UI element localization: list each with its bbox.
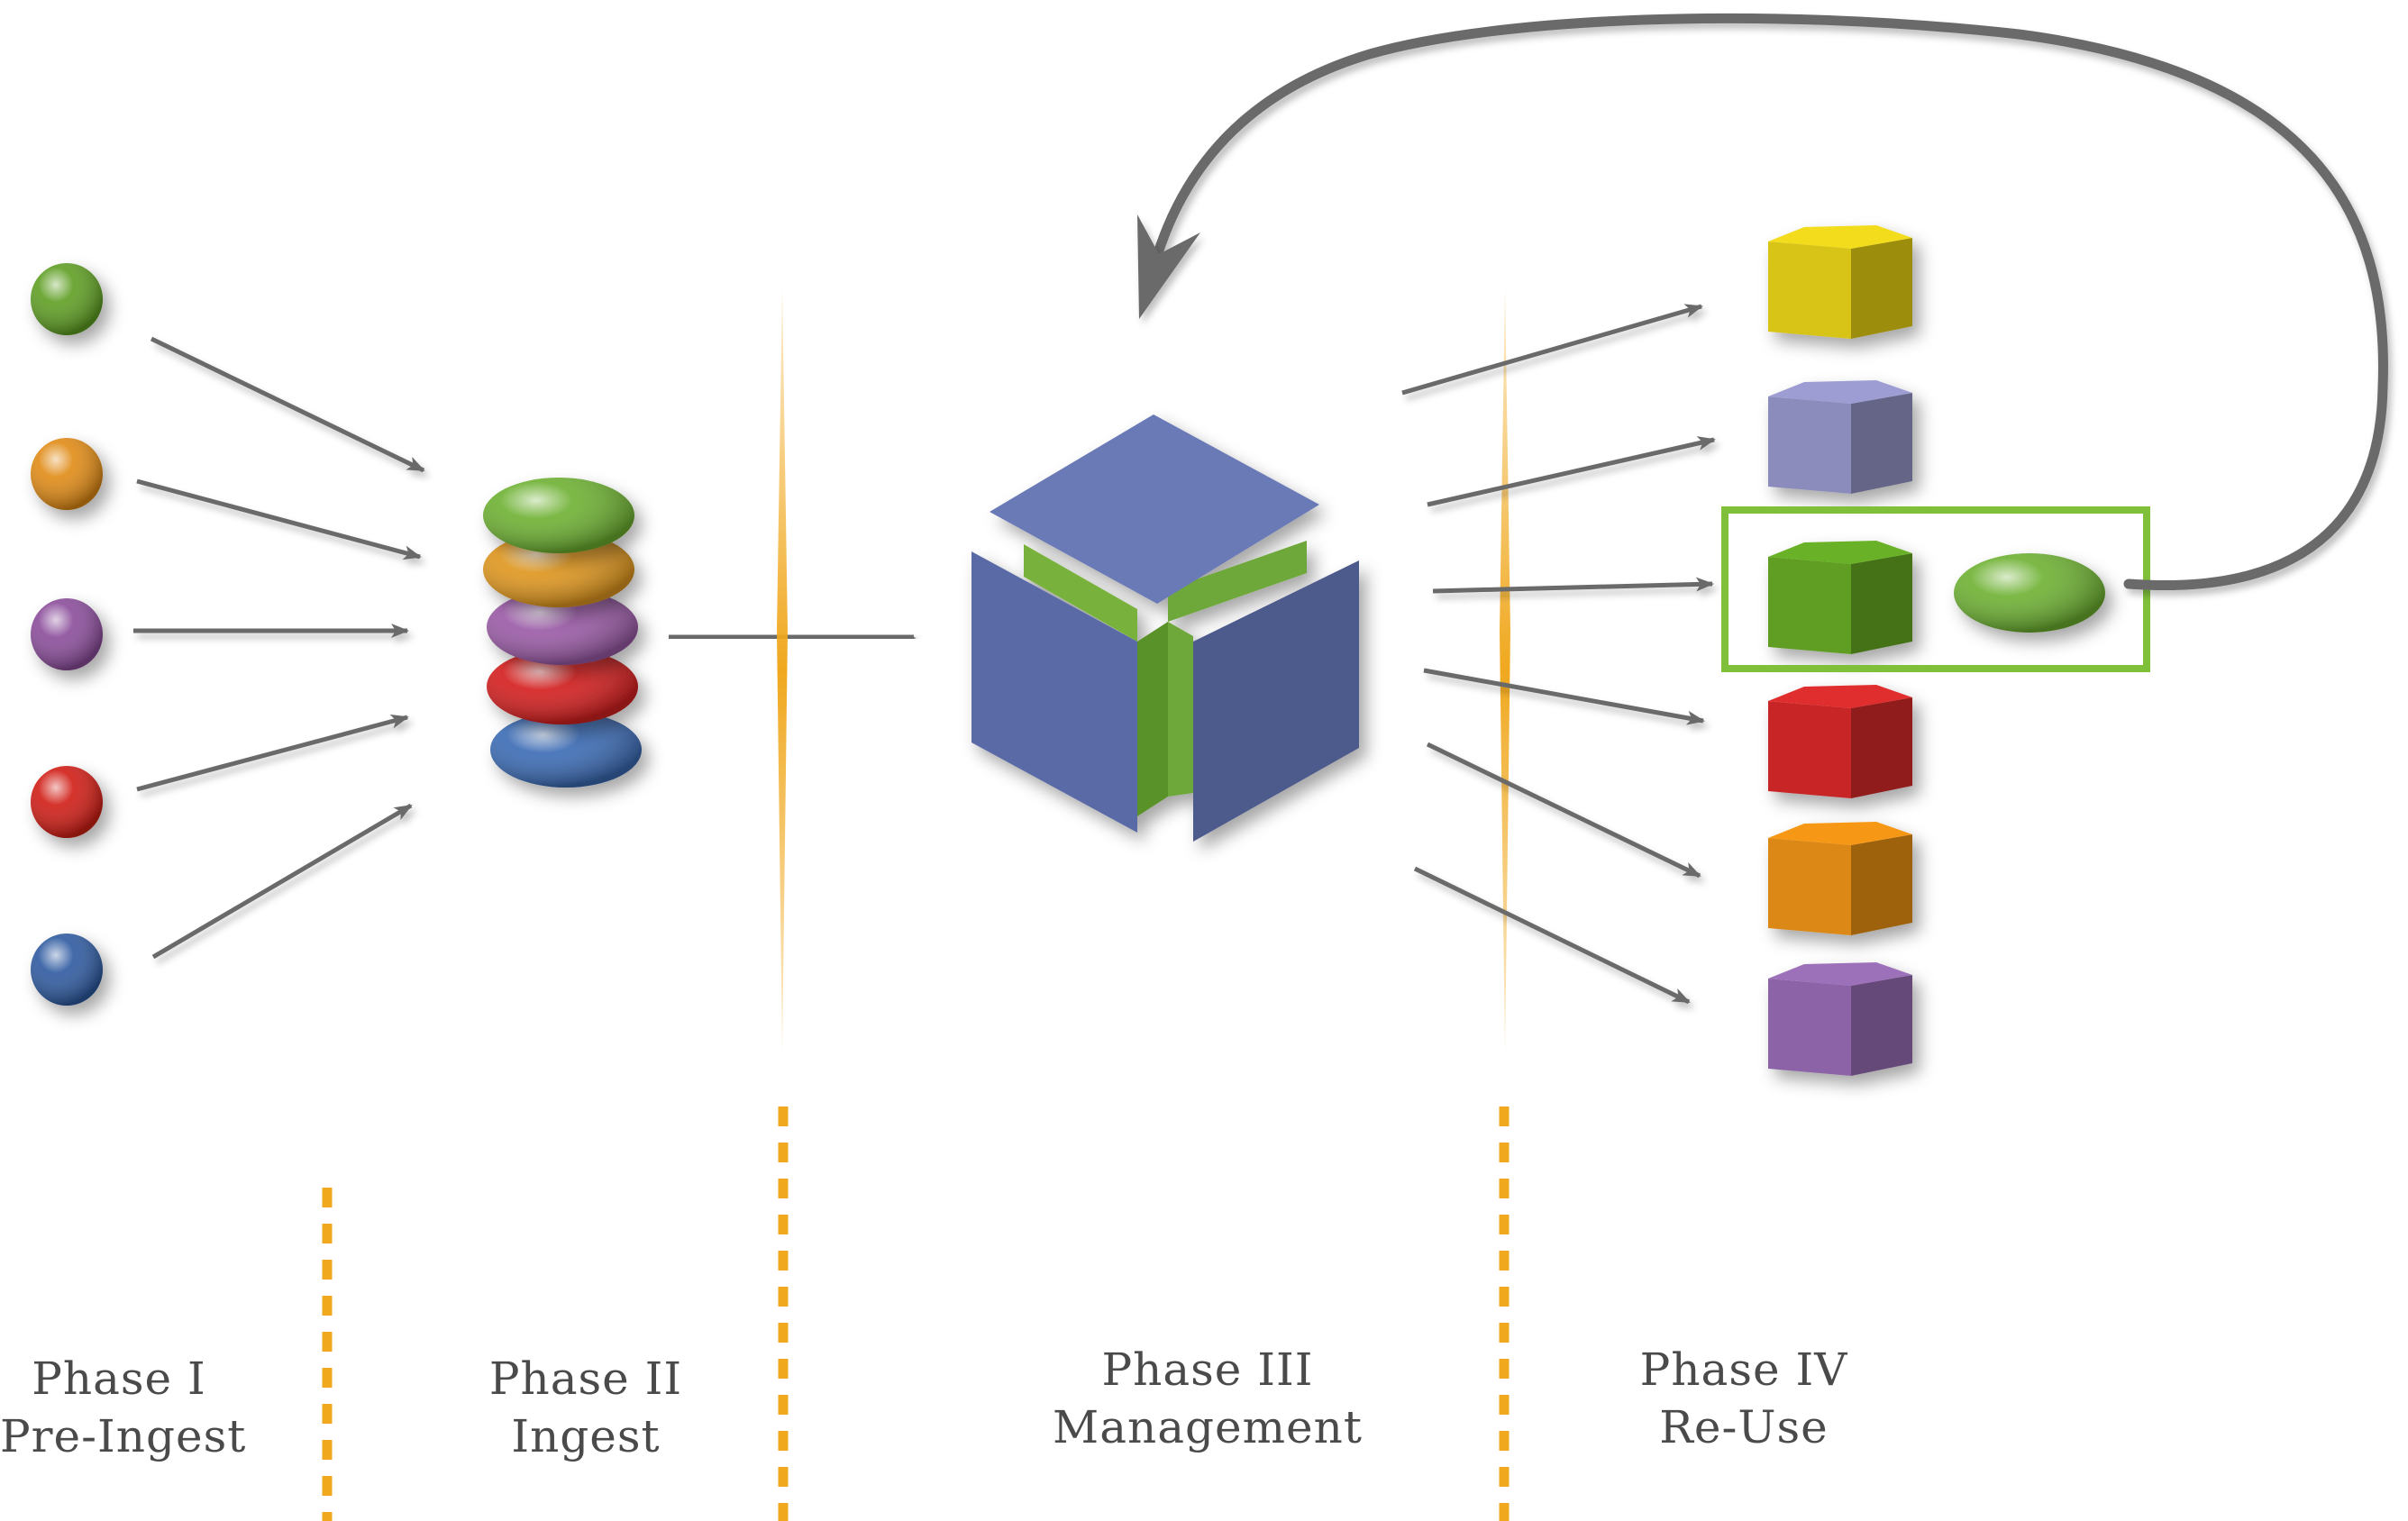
cube-green-core-left [1024, 544, 1137, 642]
lavender-hexagon [1768, 380, 1912, 494]
arrow-to-orange [1426, 742, 1701, 879]
pre-ingest-arrows [133, 336, 425, 960]
green-disc-gloss [483, 478, 634, 553]
orange-sphere-gloss [31, 438, 103, 510]
phase-3-title: Phase III [1101, 1343, 1314, 1396]
red-hexagon-front [1768, 701, 1851, 798]
purple-hexagon [1768, 962, 1912, 1076]
orange-hexagon [1768, 822, 1912, 935]
arrow-to-yellow [1401, 304, 1703, 396]
yellow-hexagon-top [1768, 225, 1912, 249]
orange-hexagon-front [1768, 838, 1851, 935]
arrow-to-red [1423, 668, 1705, 725]
reused-green-disc-gloss [1954, 553, 2105, 633]
dotted-dividers [322, 1107, 1510, 1521]
arrow-red-to-ingest [136, 714, 409, 792]
orange-hexagon-top [1768, 822, 1912, 845]
blue-disc [490, 712, 642, 788]
phase-label-2: Phase II Ingest [469, 1350, 703, 1465]
red-hexagon-side [1851, 697, 1912, 798]
green-hexagon-top [1768, 541, 1912, 564]
purple-hexagon-top [1768, 962, 1912, 986]
purple-sphere-gloss [31, 598, 103, 670]
lavender-hexagon-front [1768, 396, 1851, 494]
cube-top-face [990, 414, 1319, 604]
red-disc [487, 649, 638, 724]
red-hexagon-top [1768, 685, 1912, 708]
green-sphere [31, 263, 103, 335]
ingest-stack [483, 478, 642, 788]
green-hexagon-front [1768, 557, 1851, 654]
solid-divider-ingest-management [777, 287, 788, 1054]
arrow-green-to-ingest [150, 336, 425, 473]
phase-label-1: Phase I Pre-Ingest [0, 1350, 247, 1465]
arrow-blue-to-ingest [151, 803, 413, 960]
reuse-outputs [1768, 225, 1912, 1076]
arrow-to-purple [1413, 866, 1691, 1005]
reuse-arrows [1401, 304, 1716, 1005]
blue-sphere-gloss [31, 934, 103, 1006]
green-hexagon-side [1851, 553, 1912, 654]
cube-green-core-column [1168, 622, 1193, 797]
purple-disc [487, 589, 638, 665]
arrow-orange-to-ingest [136, 478, 422, 560]
orange-hexagon-side [1851, 834, 1912, 935]
purple-sphere [31, 598, 103, 670]
phase-4-title: Phase IV [1639, 1343, 1848, 1396]
phase-label-4: Phase IV Re-Use [1622, 1341, 1865, 1456]
purple-hexagon-front [1768, 979, 1851, 1076]
phase-1-subtitle: Pre-Ingest [0, 1410, 247, 1462]
management-cube [971, 414, 1359, 842]
phase-2-title: Phase II [488, 1353, 683, 1405]
orange-disc-gloss [483, 532, 634, 607]
cube-right-face [1193, 560, 1359, 842]
feedback-loop-arrow [1152, 13, 2388, 591]
red-sphere [31, 766, 103, 838]
cube-left-face [971, 551, 1137, 833]
purple-hexagon-side [1851, 975, 1912, 1076]
phase-2-subtitle: Ingest [511, 1410, 661, 1462]
yellow-hexagon [1768, 225, 1912, 339]
reused-green-disc [1954, 553, 2105, 633]
arrow-ingest-to-management [668, 628, 917, 648]
blue-sphere [31, 934, 103, 1006]
green-sphere-gloss [31, 263, 103, 335]
solid-divider-management-reuse [1500, 287, 1510, 1054]
arrow-to-lavender [1427, 436, 1716, 507]
purple-disc-gloss [487, 589, 638, 665]
blue-disc-gloss [490, 712, 642, 788]
red-sphere-gloss [31, 766, 103, 838]
phase-label-3: Phase III Management [1036, 1341, 1379, 1456]
phase-4-subtitle: Re-Use [1659, 1401, 1829, 1453]
pre-ingest-sources [31, 263, 103, 1006]
phase-1-title: Phase I [32, 1353, 206, 1405]
orange-sphere [31, 438, 103, 510]
yellow-hexagon-side [1851, 238, 1912, 339]
green-disc [483, 478, 634, 553]
red-hexagon [1768, 685, 1912, 798]
feedback-loop-arrowhead [1137, 214, 1200, 319]
green-hexagon [1768, 541, 1912, 654]
cube-green-core-right [1168, 541, 1307, 622]
lavender-hexagon-side [1851, 393, 1912, 494]
phase-3-subtitle: Management [1053, 1401, 1363, 1453]
orange-disc [483, 532, 634, 607]
cube-green-core-front [1137, 622, 1168, 816]
arrow-to-green [1432, 577, 1714, 594]
red-disc-gloss [487, 649, 638, 724]
lavender-hexagon-top [1768, 380, 1912, 404]
yellow-hexagon-front [1768, 241, 1851, 339]
